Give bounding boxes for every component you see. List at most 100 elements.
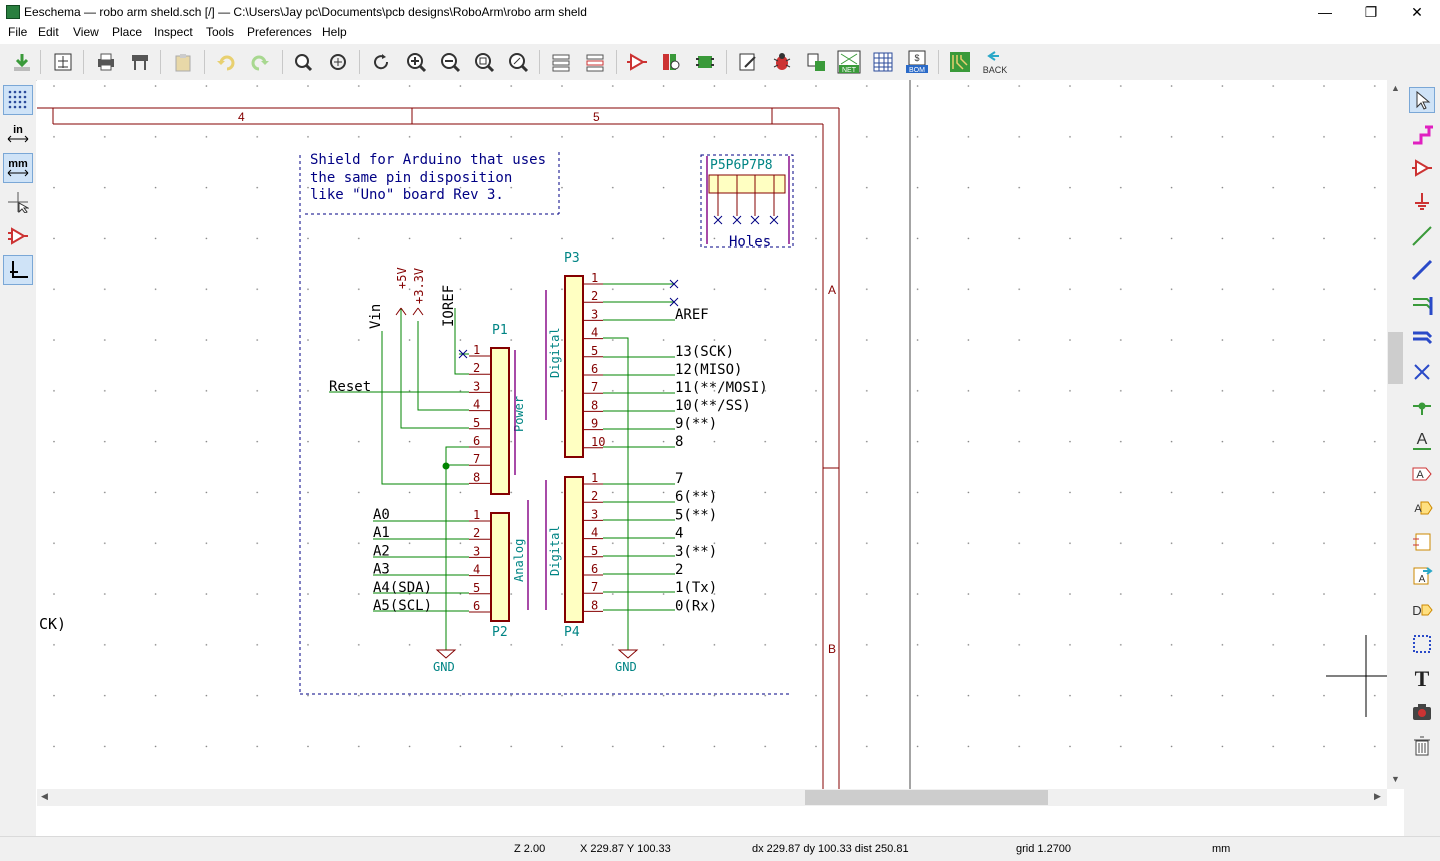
p3-pin-number: 5 xyxy=(591,344,598,358)
eeschema-app-icon xyxy=(6,5,20,19)
close-button[interactable]: ✕ xyxy=(1411,3,1423,20)
wire-p3-bottom xyxy=(603,356,675,448)
svg-text:BACK: BACK xyxy=(983,65,1008,75)
place-junction-icon[interactable] xyxy=(1409,393,1435,419)
p1-reference: P1 xyxy=(492,323,508,338)
holes-refs: P5P6P7P8 xyxy=(710,158,773,173)
import-sheet-pin-icon[interactable]: A xyxy=(1409,563,1435,589)
place-symbol-icon[interactable] xyxy=(1409,155,1435,181)
horizontal-scrollbar[interactable]: ◀ ▶ xyxy=(37,789,1387,806)
pcbnew-icon[interactable] xyxy=(947,49,973,75)
paste-icon[interactable] xyxy=(170,49,196,75)
place-global-label-icon[interactable]: A xyxy=(1409,461,1435,487)
plot-icon[interactable] xyxy=(127,49,153,75)
zoom-in-icon[interactable] xyxy=(403,49,429,75)
menu-tools[interactable]: Tools xyxy=(206,25,235,39)
units-inches-icon[interactable]: in xyxy=(3,119,33,149)
menu-inspect[interactable]: Inspect xyxy=(154,25,193,39)
p4-net-label: 3(**) xyxy=(675,544,717,560)
save-sheet-icon[interactable] xyxy=(9,49,35,75)
holes-label: Holes xyxy=(729,234,771,250)
p3-pin-number: 6 xyxy=(591,362,598,376)
p4-net-label: 5(**) xyxy=(675,507,717,523)
show-grid-icon[interactable] xyxy=(3,85,33,115)
schematic-canvas[interactable]: 4 5 A B CK) Shield for Arduino that uses… xyxy=(37,80,1387,789)
place-net-label-icon[interactable]: A xyxy=(1409,427,1435,453)
p2-pin-number: 3 xyxy=(473,544,480,558)
annotate-icon[interactable] xyxy=(735,49,761,75)
wire-5v xyxy=(400,308,469,429)
page-settings-icon[interactable] xyxy=(50,49,76,75)
p4-pin-number: 5 xyxy=(591,544,598,558)
units-mm-icon[interactable]: mm xyxy=(3,153,33,183)
find-icon[interactable] xyxy=(290,49,316,75)
wire-gnd-left xyxy=(445,446,469,650)
add-text-icon[interactable]: T xyxy=(1409,665,1435,691)
menu-edit[interactable]: Edit xyxy=(38,25,59,39)
place-power-icon[interactable] xyxy=(1409,189,1435,215)
bus-to-bus-entry-icon[interactable] xyxy=(1409,325,1435,351)
p4-value: Digital xyxy=(548,525,562,576)
place-bus-icon[interactable] xyxy=(1409,257,1435,283)
assign-footprints-icon[interactable] xyxy=(803,49,829,75)
vertical-scroll-thumb[interactable] xyxy=(1388,332,1403,384)
wire-45-degree-icon[interactable] xyxy=(3,255,33,285)
no-connect-flag-icon[interactable] xyxy=(1409,359,1435,385)
library-browser-icon[interactable] xyxy=(658,49,684,75)
netlist-icon[interactable]: NET xyxy=(836,49,862,75)
zoom-selection-icon[interactable] xyxy=(505,49,531,75)
library-editor-icon[interactable] xyxy=(624,49,650,75)
select-arrow-icon[interactable] xyxy=(1409,87,1435,113)
cursor-shape-icon[interactable] xyxy=(3,187,33,217)
wire-to-bus-entry-icon[interactable] xyxy=(1409,291,1435,317)
scroll-down-icon[interactable]: ▼ xyxy=(1391,774,1400,784)
place-wire-icon[interactable] xyxy=(1409,223,1435,249)
place-sheet-pin-icon[interactable]: D xyxy=(1409,597,1435,623)
ioref-label: IOREF xyxy=(441,285,457,327)
back-annotate-icon[interactable]: BACK xyxy=(981,49,1009,75)
add-graphic-lines-icon[interactable] xyxy=(1409,631,1435,657)
undo-icon[interactable] xyxy=(213,49,239,75)
menu-help[interactable]: Help xyxy=(322,25,347,39)
p3-net-labels: AREF13(SCK)12(MISO)11(**/MOSI)10(**/SS)9… xyxy=(675,307,768,450)
svg-text:NET: NET xyxy=(842,67,857,74)
hierarchy-nav-icon[interactable] xyxy=(1409,121,1435,147)
redo-icon[interactable] xyxy=(247,49,273,75)
menu-view[interactable]: View xyxy=(73,25,99,39)
menu-preferences[interactable]: Preferences xyxy=(247,25,312,39)
shield-outline-dashed xyxy=(299,152,794,695)
status-grid: grid 1.2700 xyxy=(1016,843,1072,855)
wire-p4 xyxy=(603,483,675,611)
hierarchy-navigator-icon[interactable] xyxy=(548,49,574,75)
horizontal-scroll-thumb[interactable] xyxy=(805,790,1048,805)
scroll-up-icon[interactable]: ▲ xyxy=(1391,83,1400,93)
bom-icon[interactable]: $BOM xyxy=(904,49,930,75)
redraw-icon[interactable] xyxy=(368,49,394,75)
frame-column-4: 4 xyxy=(238,110,245,124)
menu-place[interactable]: Place xyxy=(112,25,143,39)
delete-trash-icon[interactable] xyxy=(1409,733,1435,759)
find-replace-icon[interactable] xyxy=(325,49,351,75)
scroll-left-icon[interactable]: ◀ xyxy=(41,791,48,801)
p2-pin-number: 6 xyxy=(473,599,480,613)
print-icon[interactable] xyxy=(93,49,119,75)
leave-sheet-icon[interactable] xyxy=(582,49,608,75)
minimize-button[interactable]: — xyxy=(1318,4,1332,20)
vertical-scrollbar[interactable]: ▲ ▼ xyxy=(1387,80,1404,789)
footprint-editor-icon[interactable] xyxy=(692,49,718,75)
menu-file[interactable]: File xyxy=(8,25,28,39)
schematic-drawing[interactable]: 4 5 A B CK) Shield for Arduino that uses… xyxy=(37,80,1387,789)
wire-3v3 xyxy=(417,321,469,411)
scroll-right-icon[interactable]: ▶ xyxy=(1374,791,1381,801)
bus-alias-table-icon[interactable] xyxy=(870,49,896,75)
zoom-fit-icon[interactable] xyxy=(471,49,497,75)
reset-label: Reset xyxy=(329,379,371,395)
p2-body xyxy=(490,512,510,622)
hidden-pins-icon[interactable] xyxy=(3,221,33,251)
zoom-out-icon[interactable] xyxy=(437,49,463,75)
restore-button[interactable]: ❐ xyxy=(1364,3,1378,20)
erc-bug-icon[interactable] xyxy=(769,49,795,75)
add-image-icon[interactable] xyxy=(1409,699,1435,725)
place-hierarchical-label-icon[interactable]: A xyxy=(1409,495,1435,521)
place-hierarchical-sheet-icon[interactable] xyxy=(1409,529,1435,555)
